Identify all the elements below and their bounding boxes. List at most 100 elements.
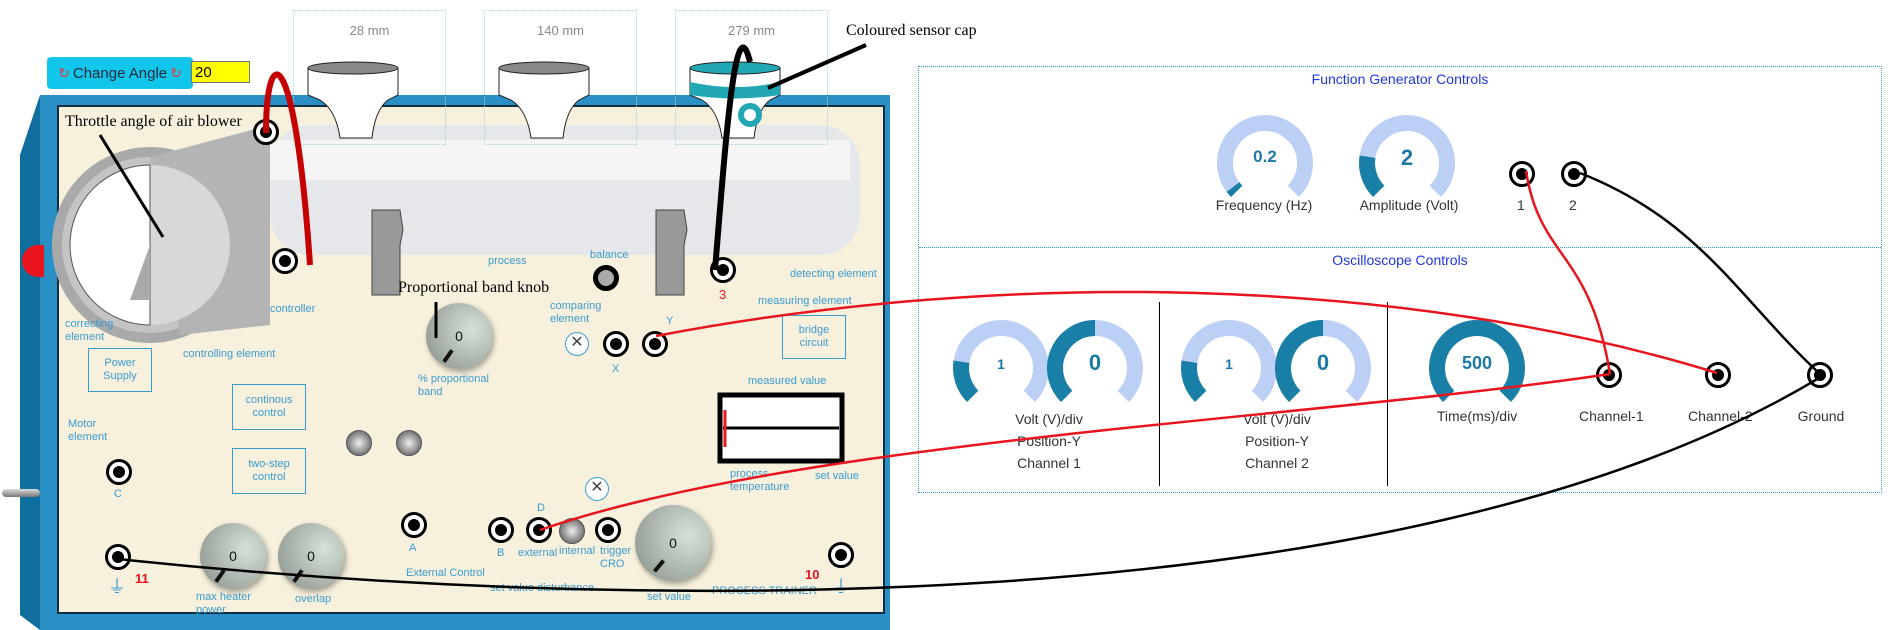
osc-channel-2-label: Channel-2 (1688, 408, 1753, 424)
bridge-circuit-box: bridge circuit (782, 315, 846, 359)
control-mode-toggle[interactable] (346, 430, 372, 456)
pipe-label: 28 mm (349, 23, 390, 38)
time-div-gauge[interactable]: 500 (1429, 320, 1525, 416)
gauge-fill (1359, 155, 1385, 197)
blower-socket-lower[interactable] (272, 248, 298, 274)
ch1-volt-div-value: 1 (997, 356, 1005, 372)
fg-terminal-2[interactable] (1561, 161, 1587, 187)
throttle-annotation: Throttle angle of air blower (65, 113, 242, 130)
internal-external-toggle[interactable] (559, 518, 585, 544)
ch1-volt-div-label: Volt (V)/div (1015, 411, 1083, 427)
pipe-label: 140 mm (537, 23, 584, 38)
comparing-element-icon: ✕ (565, 332, 589, 356)
osc-channel-1-label: Channel-1 (1579, 408, 1644, 424)
gauge-fill (1226, 182, 1243, 197)
socket-y-label: Y (666, 315, 674, 327)
balance-knob[interactable] (593, 265, 619, 291)
amplitude-label: Amplitude (Volt) (1359, 197, 1459, 213)
osc-channel-2-terminal[interactable] (1705, 362, 1731, 388)
set-value-knob-value: 0 (669, 535, 677, 551)
max-heater-value: 0 (229, 548, 237, 564)
socket-3[interactable] (710, 257, 736, 283)
knob-pointer (214, 569, 226, 583)
socket-3-label: 3 (719, 287, 727, 302)
two-step-control-box: two-step control (232, 448, 306, 494)
sensor-caps (307, 61, 781, 139)
overlap-knob[interactable]: 0 (278, 523, 344, 589)
set-value-disturbance-label: set value disturbance (490, 582, 594, 594)
socket-y[interactable] (642, 331, 668, 357)
prop-band-toggle[interactable] (396, 430, 422, 456)
prop-band-value: 0 (455, 328, 463, 344)
function-generator-title: Function Generator Controls (1311, 71, 1489, 87)
socket-10-label: 10 (805, 567, 820, 582)
frequency-label: Frequency (Hz) (1215, 197, 1313, 213)
ground-icon: ⏚ (108, 577, 126, 597)
socket-11-label: 11 (135, 571, 149, 586)
socket-trigger-cro[interactable] (595, 517, 621, 543)
amplitude-value: 2 (1400, 145, 1414, 170)
process-label: process (488, 255, 527, 267)
fg-terminal-1[interactable] (1509, 161, 1535, 187)
gauge-track (1217, 115, 1313, 197)
time-div-value: 500 (1461, 353, 1493, 373)
correcting-element-label: correcting element (65, 318, 114, 343)
process-temperature-label: process temperature (730, 468, 790, 493)
osc-channel-1-terminal[interactable] (1596, 362, 1622, 388)
ch1-labels: Volt (V)/div Position-Y Channel 1 (979, 408, 1119, 474)
set-value-knob[interactable]: 0 (635, 505, 711, 581)
socket-b-label: B (497, 547, 505, 559)
angle-input[interactable] (191, 61, 250, 83)
separator (1159, 302, 1160, 486)
change-angle-button[interactable]: ↻ Change Angle ↻ (47, 57, 193, 89)
ch1-volt-div-gauge[interactable]: 1 (953, 320, 1049, 416)
ch2-position-label: Position-Y (1245, 433, 1309, 449)
trigger-cro-label: trigger CRO (600, 545, 632, 570)
socket-11[interactable] (105, 544, 131, 570)
ch2-position-gauge[interactable]: 0 (1275, 320, 1371, 416)
ch2-labels: Volt (V)/div Position-Y Channel 2 (1207, 408, 1347, 474)
motor-element-label: Motor element (68, 418, 108, 443)
internal-label: internal (559, 545, 596, 557)
prop-band-knob[interactable]: 0 (426, 303, 492, 369)
socket-a-label: A (409, 542, 417, 554)
socket-10[interactable] (828, 542, 854, 568)
external-label: external (518, 547, 558, 559)
external-control-label: External Control (406, 567, 485, 579)
socket-x-label: X (612, 363, 620, 375)
socket-c[interactable] (106, 459, 132, 485)
max-heater-power-knob[interactable]: 0 (200, 523, 266, 589)
knob-pointer (442, 349, 454, 363)
comparing-element-label: comparing element (550, 300, 602, 325)
pipe-position-140[interactable]: 140 mm (484, 10, 637, 145)
power-supply-box: Power Supply (88, 348, 152, 392)
set-value-label: set value (815, 470, 860, 482)
detecting-element-label: detecting element (790, 268, 877, 280)
fg-terminal-1-label: 1 (1517, 197, 1525, 213)
ch2-volt-div-gauge[interactable]: 1 (1181, 320, 1277, 416)
power-indicator (22, 245, 44, 277)
socket-external[interactable] (526, 517, 552, 543)
max-heater-power-label: max heater power (196, 591, 252, 616)
pipe-label: 279 mm (728, 23, 775, 38)
socket-b[interactable] (488, 517, 514, 543)
ch1-position-value: 0 (1088, 350, 1102, 375)
amplitude-gauge[interactable]: 2 (1359, 115, 1455, 211)
ch1-position-gauge[interactable]: 0 (1047, 320, 1143, 416)
balance-label: balance (590, 249, 629, 261)
osc-ground-terminal[interactable] (1807, 362, 1833, 388)
rotate-icon: ↻ (170, 64, 182, 81)
ch2-channel-label: Channel 2 (1245, 455, 1309, 471)
ch1-channel-label: Channel 1 (1017, 455, 1081, 471)
prop-band-annotation: Proportional band knob (398, 279, 550, 296)
ch1-position-label: Position-Y (1017, 433, 1081, 449)
oscilloscope-controls: Oscilloscope Controls 1 0 Volt (V)/div P… (919, 248, 1881, 492)
power-switch[interactable] (2, 489, 40, 497)
socket-x[interactable] (603, 331, 629, 357)
measuring-element-label: measuring element (758, 295, 852, 307)
socket-a[interactable] (401, 512, 427, 538)
frequency-gauge[interactable]: 0.2 (1217, 115, 1313, 211)
control-panel: Function Generator Controls 0.2 Frequenc… (918, 66, 1882, 493)
ch2-position-value: 0 (1316, 350, 1330, 375)
ground-icon: ⏚ (832, 577, 850, 597)
